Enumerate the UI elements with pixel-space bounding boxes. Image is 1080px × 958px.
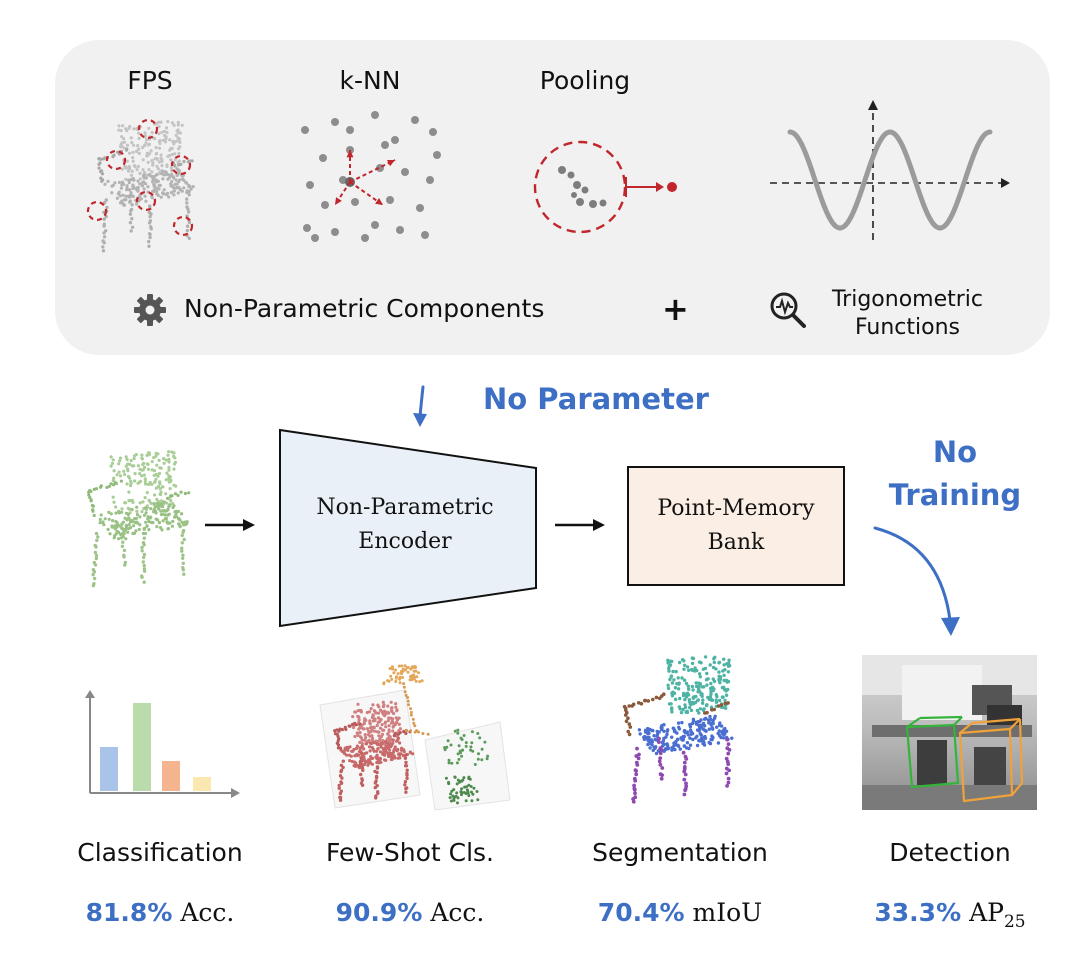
metric-unit-subscript: 25 [1003,912,1026,932]
fps-marker [105,149,127,171]
segmentation-chair-icon [622,655,734,804]
non-parametric-components-label: Non-Parametric Components [184,294,545,323]
no-parameter-label: No Parameter [483,382,709,416]
metric-unit-base: AP [969,898,1004,927]
encoder-label: Non-Parametric Encoder [285,491,525,559]
task-name-detection: Detection [889,838,1011,867]
sine-wave-plot-icon [770,100,1010,240]
pooling-icon [533,140,677,234]
fps-marker [86,200,108,222]
non-parametric-components-panel [55,40,1050,355]
arrow-to-memory-icon [555,519,605,531]
trig-line1: Trigonometric [831,287,984,312]
gear-icon [134,294,166,326]
metric-value: 81.8% [85,898,173,927]
trigonometric-functions-label: Trigonometric Functions [820,286,995,342]
trig-line2: Functions [854,315,961,340]
memory-line1: Point-Memory [657,496,815,521]
plus-sign: + [662,290,689,328]
fps-marker [137,118,159,140]
task-metric-detection: 33.3% AP25 [850,898,1050,932]
magnifier-waveform-icon [770,292,806,328]
memory-bank-label: Point-Memory Bank [627,492,845,560]
metric-unit: Acc. [180,898,235,927]
pooling-label: Pooling [539,66,631,95]
task-metric-classification: 81.8% Acc. [60,898,260,927]
memory-line2: Bank [707,530,765,555]
detection-scene-drawing [862,655,1037,810]
metric-unit: mIoU [692,898,763,927]
fps-marker [172,215,194,237]
few-shot-objects-icon [319,664,511,811]
task-name-classification: Classification [77,838,243,867]
arrow-to-encoder-icon [205,519,255,531]
encoder-line2: Encoder [358,529,452,554]
fps-marker [170,154,192,176]
metric-value: 90.9% [335,898,423,927]
no-training-line1: No [932,435,978,469]
task-metric-few-shot: 90.9% Acc. [300,898,520,927]
fps-chair-pointcloud-icon [97,120,195,253]
non-parametric-encoder-block [279,428,537,628]
classification-bar-chart-icon [85,690,240,798]
metric-unit: AP25 [969,898,1026,932]
encoder-line1: Non-Parametric [316,495,494,520]
input-chair-pointcloud-icon [87,450,191,588]
task-metric-segmentation: 70.4% mIoU [575,898,785,927]
fps-marker [135,190,157,212]
task-name-segmentation: Segmentation [592,838,768,867]
fps-label: FPS [127,66,173,95]
task-name-few-shot: Few-Shot Cls. [326,838,494,867]
metric-value: 33.3% [874,898,962,927]
no-parameter-arrow-icon [413,385,427,427]
no-training-curved-arrow-icon [873,526,960,636]
no-training-line2: Training [888,478,1022,512]
knn-label: k-NN [339,66,401,95]
point-memory-bank-block [627,466,845,586]
metric-value: 70.4% [597,898,685,927]
detection-scene-image [862,655,1037,810]
knn-neighbors-icon [301,111,441,242]
metric-unit: Acc. [430,898,485,927]
